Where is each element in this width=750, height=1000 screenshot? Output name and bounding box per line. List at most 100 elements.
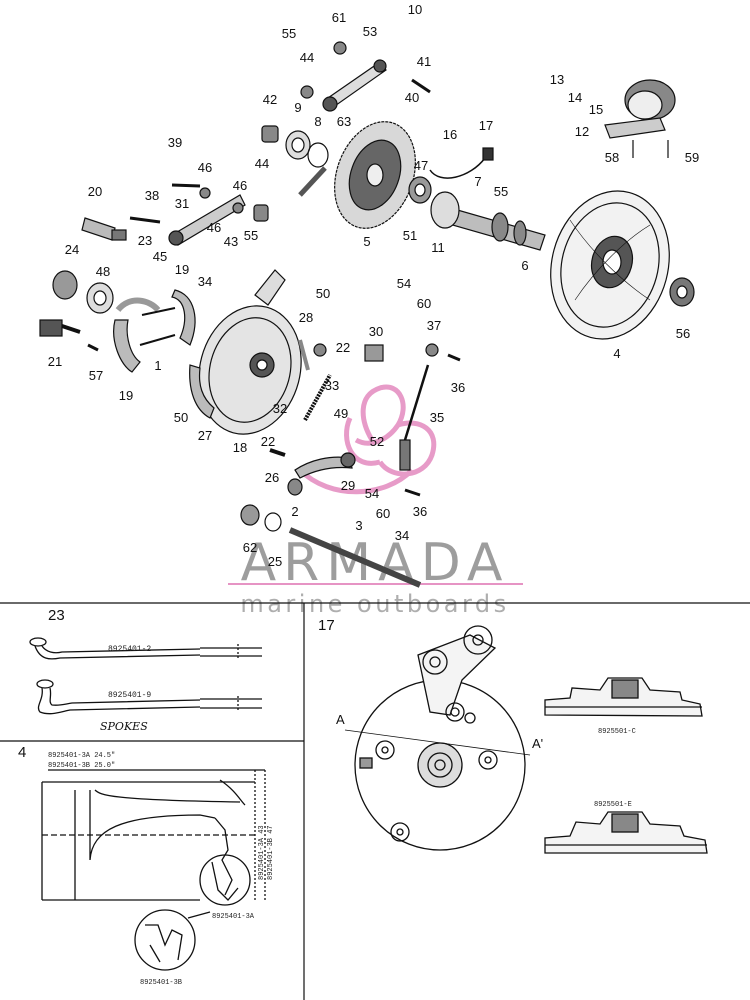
part-number-c: 8925501-C: [598, 728, 636, 736]
callout-label: 8: [314, 114, 321, 129]
bolt-38: [129, 216, 161, 224]
callout-label: 46: [198, 160, 212, 175]
pin-36a: [447, 353, 461, 362]
callout-label: 43: [224, 234, 238, 249]
return-spring: [303, 374, 332, 421]
speedometer-cable: [429, 147, 494, 179]
cam-bushings: [52, 270, 114, 314]
callout-label: 32: [273, 401, 287, 416]
callout-label: 62: [243, 540, 257, 555]
callout-label: 35: [430, 410, 444, 425]
callout-label: 6: [521, 258, 528, 273]
sprocket-bearing: [408, 176, 432, 204]
brake-rod: [403, 364, 430, 441]
wheel-bearing: [669, 277, 695, 307]
axle-nut-and-seals: [261, 125, 329, 197]
callout-label: 41: [417, 54, 431, 69]
callout-label: 44: [255, 156, 269, 171]
callout-label: 46: [207, 220, 221, 235]
callout-label: 10: [408, 2, 422, 17]
callout-label: 53: [363, 24, 377, 39]
callout-label: 11: [431, 240, 445, 255]
callout-label: 61: [332, 10, 346, 25]
brake-plate: [189, 269, 302, 435]
callout-label: 29: [341, 478, 355, 493]
callout-label: 21: [48, 354, 62, 369]
callout-label: 60: [376, 506, 390, 521]
brake-section-c-drawing: [544, 677, 703, 717]
callout-label: 59: [685, 150, 699, 165]
spoke-b-drawing: [36, 679, 262, 715]
pin-36b: [404, 488, 421, 497]
callout-label: 39: [168, 135, 182, 150]
brake-cam: [81, 217, 127, 241]
brake-arm: [168, 187, 269, 246]
watermark-subtitle: marine outboards: [240, 590, 509, 618]
callout-label: 7: [474, 174, 481, 189]
washer-22: [313, 343, 327, 357]
callout-label: 25: [268, 554, 282, 569]
callout-label: 63: [337, 114, 351, 129]
callout-label: 54: [365, 486, 379, 501]
washer-25: [264, 512, 282, 532]
callout-label: 56: [676, 326, 690, 341]
callout-label: 28: [299, 310, 313, 325]
callout-label: 22: [261, 434, 275, 449]
spoke-a-part-number: 8925401-2: [108, 645, 151, 654]
callout-label: 31: [175, 196, 189, 211]
callout-label: 2: [291, 504, 298, 519]
rim-vertical-spec-a: 8925401-3A 43: [258, 825, 266, 880]
callout-label: 45: [153, 249, 167, 264]
callout-label: 34: [198, 274, 212, 289]
drive-sprocket: [334, 121, 416, 229]
brake-panel-number: 17: [318, 617, 335, 634]
callout-label: 19: [175, 262, 189, 277]
pivot-28: [298, 339, 310, 371]
bolt-39: [171, 183, 201, 188]
callout-label: 38: [145, 188, 159, 203]
wheel-rim: [550, 190, 670, 340]
main-axle: [288, 527, 422, 588]
callout-label: 3: [355, 518, 362, 533]
callout-label: 15: [589, 102, 603, 117]
callout-label: 33: [325, 378, 339, 393]
part-number-e: 8925501-E: [594, 801, 632, 809]
spokes-panel: 23 8925401-2 8925401-9 SPOKES: [29, 607, 262, 733]
brake-plate-front-view: [344, 625, 531, 851]
callout-label: 24: [65, 242, 79, 257]
brake-pedal-lever: [294, 452, 356, 479]
part-26: [269, 448, 286, 457]
pin-37: [425, 343, 439, 357]
callout-label: 51: [403, 228, 417, 243]
callout-label: 42: [263, 92, 277, 107]
callout-label: 50: [174, 410, 188, 425]
callout-label: 34: [395, 528, 409, 543]
rim-section-drawing: [41, 769, 266, 906]
callout-label: 16: [443, 127, 457, 142]
rim-detail-label-b: 8925401-3B: [140, 979, 182, 987]
callout-label: 55: [244, 228, 258, 243]
callout-label: 48: [96, 264, 110, 279]
brake-shoes: [113, 289, 196, 373]
callout-label: 60: [417, 296, 431, 311]
rim-vertical-spec-b: 8925401-3B 47: [267, 825, 275, 880]
callout-label: 50: [316, 286, 330, 301]
callout-label: 19: [119, 388, 133, 403]
clevis-30: [364, 344, 384, 362]
spokes-panel-number: 23: [48, 607, 65, 624]
rim-detail-label-a: 8925401-3A: [212, 913, 255, 921]
callout-label: 44: [300, 50, 314, 65]
brake-plate-detail-panel: 17 A A': [318, 617, 708, 854]
rim-spec-b: 8925401-3B 25.0": [48, 762, 115, 770]
callout-label: 5: [363, 234, 370, 249]
adjuster-parts: [39, 319, 99, 352]
callout-label: 52: [370, 434, 384, 449]
spokes-caption: SPOKES: [100, 720, 148, 733]
rim-panel-number: 4: [18, 744, 26, 761]
callout-label: 40: [405, 90, 419, 105]
rim-detail-drawing: [134, 909, 211, 971]
callout-label: 46: [233, 178, 247, 193]
rim-section-panel: 4 8925401-3A 24.5" 8925401-3B 25.0" 8925…: [18, 744, 275, 987]
callout-label: 47: [414, 158, 428, 173]
